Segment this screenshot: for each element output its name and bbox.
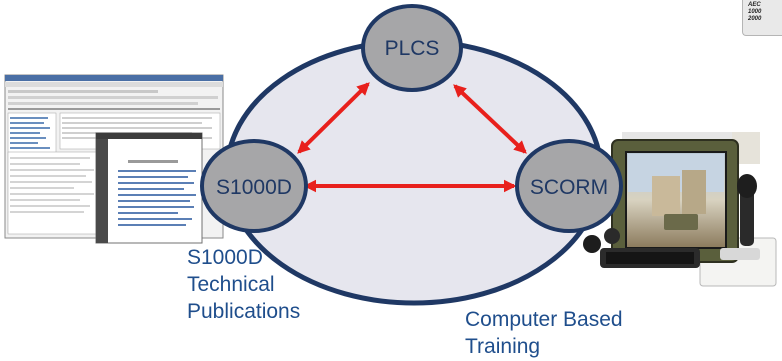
arrow-plcs-s1000d	[297, 82, 370, 154]
logo-line-3: 2000	[748, 16, 762, 22]
s1000d-software-screenshot	[4, 74, 224, 244]
corner-logo: AEC 1000 2000	[742, 0, 782, 36]
logo-line-2: 1000	[748, 9, 762, 15]
s1000d-caption-line-1: S1000D	[187, 246, 263, 269]
s1000d-caption: S1000D Technical Publications	[187, 244, 300, 325]
node-scorm-label: SCORM	[530, 176, 608, 199]
cbt-caption: Computer Based Training	[465, 306, 623, 360]
cbt-caption-line-2: Training	[465, 335, 541, 358]
computer-based-training-terminal	[583, 132, 777, 287]
node-plcs: PLCS	[361, 4, 463, 92]
s1000d-caption-line-2: Technical	[187, 273, 275, 296]
node-s1000d: S1000D	[200, 139, 308, 233]
arrow-plcs-scorm	[453, 84, 527, 154]
node-plcs-label: PLCS	[385, 37, 440, 60]
s1000d-caption-line-3: Publications	[187, 300, 301, 323]
node-scorm: SCORM	[515, 139, 623, 233]
logo-line-1: AEC	[748, 2, 761, 8]
cbt-caption-line-1: Computer Based	[465, 308, 623, 331]
node-s1000d-label: S1000D	[216, 176, 292, 199]
